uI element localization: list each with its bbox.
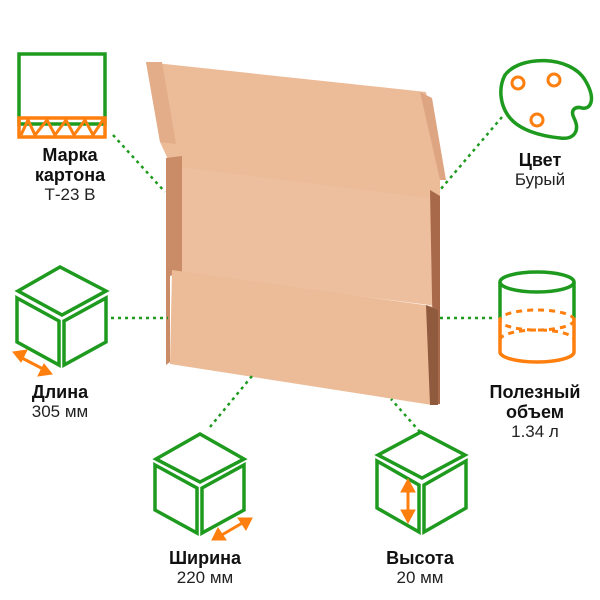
feature-value: Т-23 В <box>44 185 96 204</box>
length-arrow-icon <box>12 349 53 377</box>
box-lid <box>146 62 440 200</box>
cube-width-icon <box>152 431 248 536</box>
feature-title: картона <box>34 165 106 185</box>
feature-value: Бурый <box>514 170 566 189</box>
box-back-wall <box>172 166 437 306</box>
feature-title: Полезный <box>489 382 581 402</box>
feature-title: Цвет <box>518 150 562 170</box>
cylinder-volume-icon <box>498 270 576 364</box>
feature-title: объем <box>505 402 565 422</box>
width-arrow-icon <box>211 517 253 541</box>
feature-length: Длина 305 мм <box>5 382 115 422</box>
feature-width: Ширина 220 мм <box>145 548 265 588</box>
feature-value: 1.34 л <box>511 422 559 441</box>
connector-lines <box>111 116 503 433</box>
feature-value: 20 мм <box>396 568 444 587</box>
box-left-side <box>166 156 182 365</box>
palette-icon <box>499 58 594 140</box>
height-arrow-icon <box>400 477 416 525</box>
corrugated-cardboard-icon <box>17 52 107 139</box>
feature-height: Высота 20 мм <box>360 548 480 588</box>
cube-length-icon <box>14 265 110 368</box>
feature-title: Высота <box>386 548 454 568</box>
box-front-panel <box>170 270 432 405</box>
cube-height-icon <box>374 430 469 536</box>
feature-material: Марка картона Т-23 В <box>10 145 130 205</box>
feature-title: Ширина <box>168 548 242 568</box>
feature-color: Цвет Бурый <box>485 150 595 190</box>
feature-value: 305 мм <box>31 402 89 421</box>
feature-title: Марка <box>42 145 98 165</box>
feature-volume: Полезный объем 1.34 л <box>475 382 595 442</box>
feature-value: 220 мм <box>176 568 234 587</box>
feature-title: Длина <box>31 382 89 402</box>
